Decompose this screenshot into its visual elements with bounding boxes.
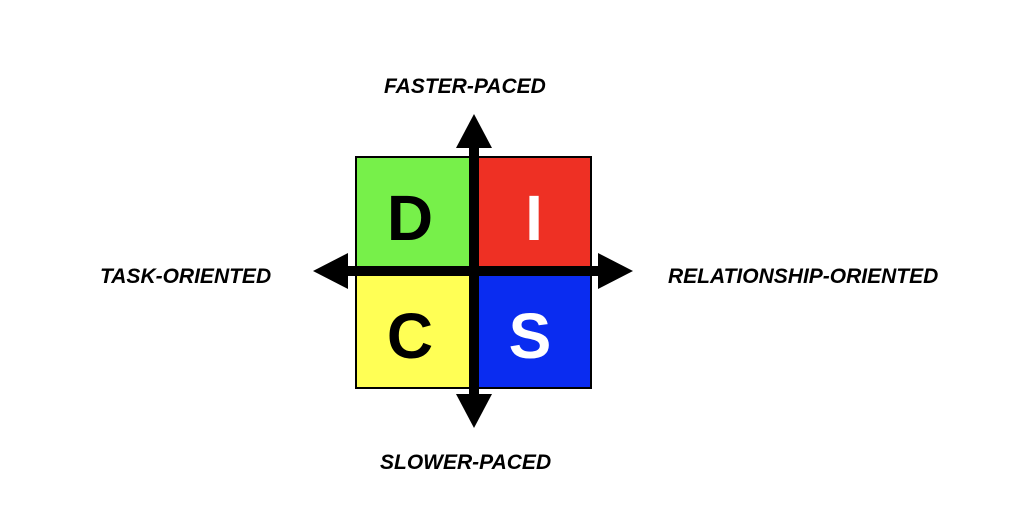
quadrant-c: [355, 271, 473, 389]
letter-s: S: [508, 300, 552, 372]
horizontal-axis-line: [340, 266, 606, 276]
faster-paced-label: FASTER-PACED: [384, 75, 546, 98]
relationship-oriented-label: RELATIONSHIP-ORIENTED: [668, 265, 939, 288]
right-arrow-icon: [598, 253, 633, 289]
slower-paced-label: SLOWER-PACED: [380, 451, 552, 474]
left-arrow-icon: [313, 253, 348, 289]
letter-c: C: [386, 300, 434, 372]
quadrant-i: [473, 156, 592, 271]
up-arrow-icon: [456, 114, 492, 148]
letter-d: D: [386, 182, 434, 254]
down-arrow-icon: [456, 394, 492, 428]
task-oriented-label: TASK-ORIENTED: [100, 265, 272, 288]
letter-i: I: [525, 182, 543, 254]
